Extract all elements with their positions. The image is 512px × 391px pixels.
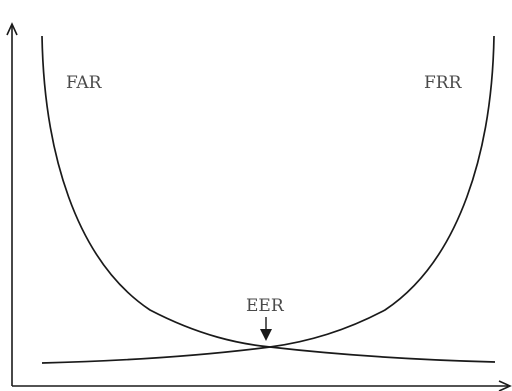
eer-arrow-head bbox=[260, 329, 272, 341]
far-curve bbox=[41, 35, 496, 363]
frr-label: FRR bbox=[424, 73, 463, 93]
eer-label: EER bbox=[246, 296, 285, 316]
far-label: FAR bbox=[66, 73, 103, 93]
frr-curve bbox=[41, 35, 495, 364]
x-axis-arrowhead bbox=[498, 380, 512, 391]
y-axis-arrowhead bbox=[6, 22, 18, 36]
